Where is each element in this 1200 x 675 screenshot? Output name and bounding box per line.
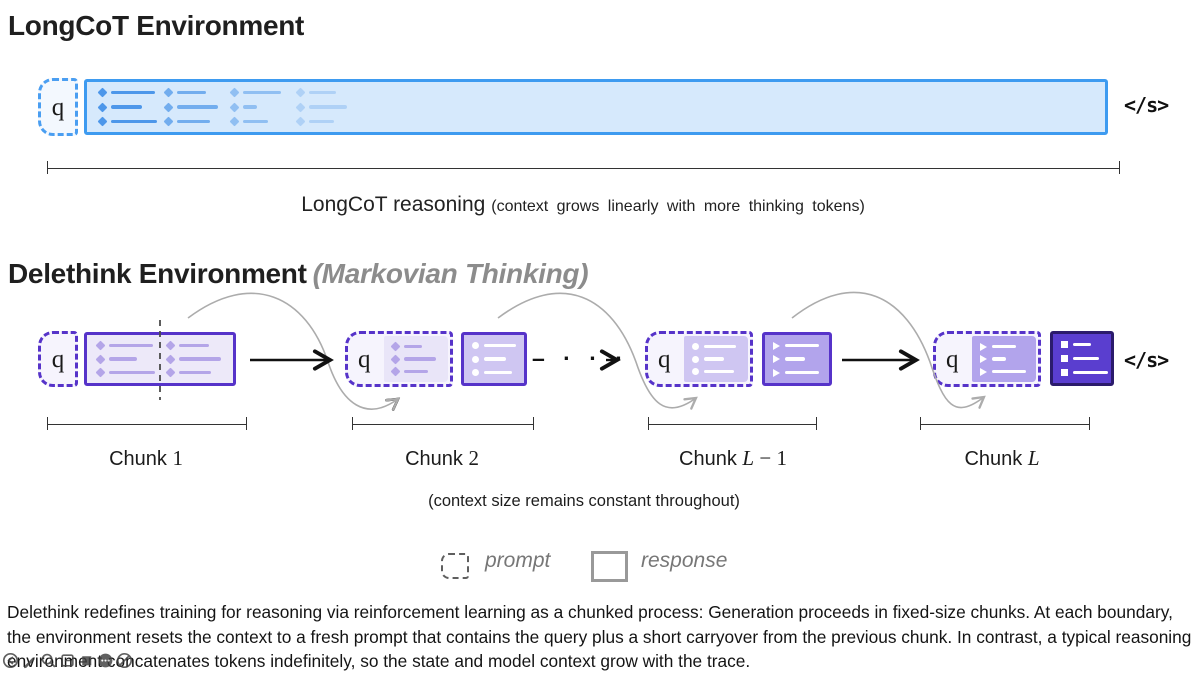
delethink-title-text: Delethink Environment	[8, 258, 307, 289]
longcot-reasoning-bar	[84, 79, 1108, 135]
chunkL-prompt-box: q	[933, 331, 1041, 387]
chunk1-prompt-box: q	[38, 331, 78, 387]
longcot-ruler	[47, 161, 1120, 174]
chunk2-ruler	[352, 417, 534, 430]
chunk1-label: Chunk 1	[109, 446, 183, 470]
token-lines	[1061, 341, 1108, 376]
token-group	[163, 87, 218, 127]
chunkL-label: Chunk L	[964, 446, 1040, 470]
legend-prompt-label: prompt	[485, 549, 551, 572]
token-lines	[472, 342, 521, 376]
chunk2-carryover	[384, 336, 448, 382]
longcot-title: LongCoT Environment	[8, 10, 305, 41]
chunk2-prompt-box: q	[345, 331, 453, 387]
chunkLm1-response-box	[762, 332, 832, 386]
longcot-query-box: q	[38, 78, 78, 136]
token-lines	[980, 342, 1032, 376]
eos-token: </s>	[1124, 348, 1169, 372]
chunkLm1-prompt-box: q	[645, 331, 753, 387]
token-group	[295, 87, 347, 127]
chunkL-ruler	[920, 417, 1090, 430]
delethink-subtitle: (Markovian Thinking)	[312, 258, 589, 289]
chunkL-carryover	[972, 336, 1036, 382]
back-icon[interactable]	[2, 652, 19, 669]
longcot-caption-main: LongCoT reasoning	[301, 193, 486, 216]
block-icon[interactable]	[116, 652, 133, 669]
legend-response-label: response	[641, 549, 728, 572]
eos-token: </s>	[1124, 93, 1169, 117]
pen-icon[interactable]	[21, 652, 38, 669]
more-icon[interactable]	[97, 652, 114, 669]
chunk1-response-box	[84, 332, 236, 386]
chunkLm1-label: Chunk L − 1	[679, 446, 787, 470]
chunkLm1-carryover	[684, 336, 748, 382]
token-lines	[692, 343, 744, 375]
chunk2-response-box	[461, 332, 527, 386]
chunk1-ruler	[47, 417, 247, 430]
query-token: q	[51, 93, 65, 121]
crop-icon[interactable]	[59, 652, 76, 669]
chunk-ellipsis: – · · ·	[532, 345, 629, 371]
token-lines	[165, 340, 225, 378]
annotation-toolbar	[2, 652, 133, 669]
longcot-caption: LongCoT reasoning (context grows linearly…	[0, 193, 1166, 217]
query-token: q	[51, 345, 65, 373]
figure-caption-text: Delethink redefines training for reasoni…	[7, 602, 1192, 671]
token-group	[229, 87, 281, 127]
legend-response-swatch	[591, 551, 628, 582]
longcot-caption-note: (context grows linearly with more thinki…	[491, 198, 865, 215]
query-token: q	[358, 345, 371, 373]
delethink-caption: (context size remains constant throughou…	[428, 492, 740, 510]
token-lines	[773, 341, 826, 377]
delethink-title: Delethink Environment(Markovian Thinking…	[8, 258, 589, 290]
chunk2-label: Chunk 2	[405, 446, 479, 470]
chunkL-response-box	[1050, 331, 1114, 386]
chunkLm1-ruler	[648, 417, 817, 430]
token-group	[97, 87, 157, 127]
query-token: q	[946, 345, 959, 373]
stop-icon[interactable]	[78, 652, 95, 669]
token-lines	[390, 341, 444, 377]
query-token: q	[658, 345, 671, 373]
token-lines	[95, 340, 155, 378]
magnifier-icon[interactable]	[40, 652, 57, 669]
legend-prompt-swatch	[441, 553, 469, 579]
